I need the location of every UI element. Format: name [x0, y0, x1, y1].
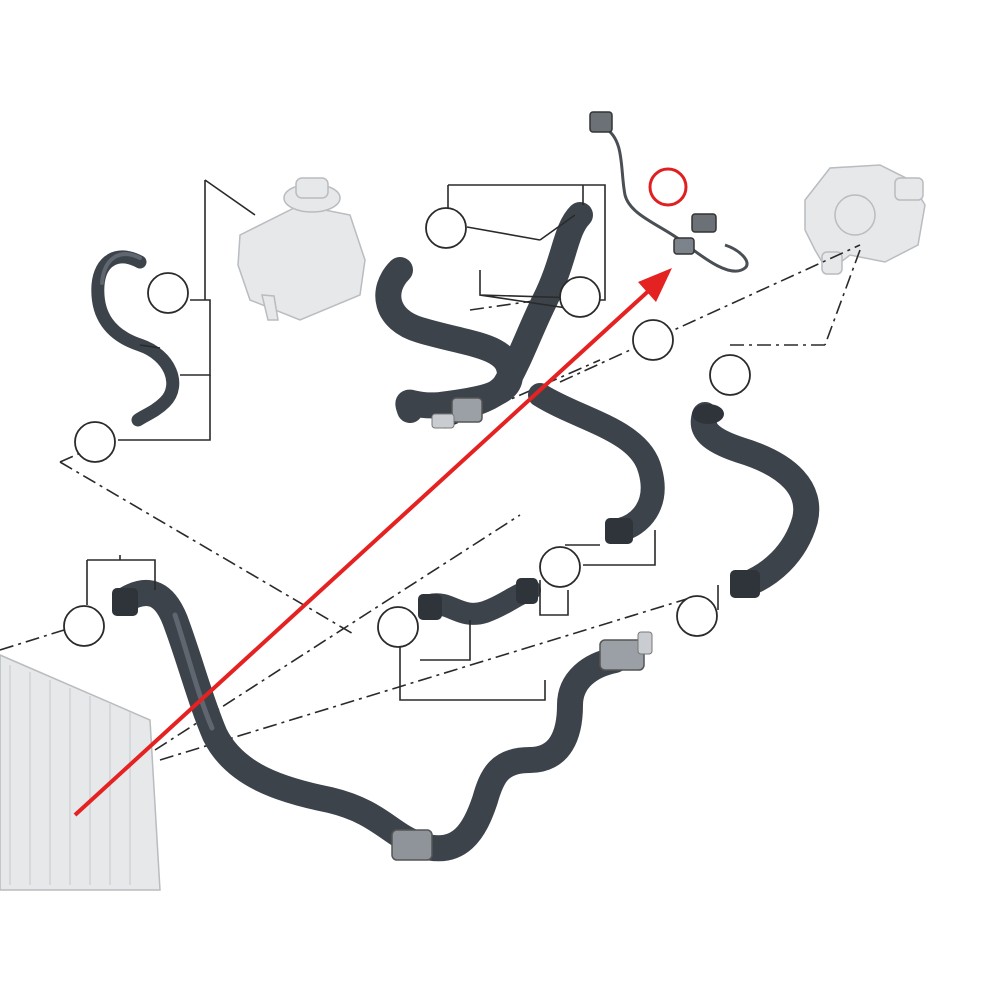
- callout-circle: [74, 421, 116, 463]
- callout-circle: [676, 595, 718, 637]
- highlight-ring: [648, 167, 688, 207]
- hose-small-left: [91, 250, 180, 427]
- hose-right: [690, 402, 820, 598]
- callout-circle: [425, 207, 467, 249]
- callout-circle: [147, 272, 189, 314]
- leader-lines: [86, 179, 719, 701]
- hose-upper-middle: [375, 202, 665, 544]
- red-arrow: [73, 268, 672, 817]
- callout-circle: [559, 276, 601, 318]
- thermostat-housing: [804, 164, 926, 275]
- radiator: [0, 654, 161, 891]
- expansion-tank: [237, 177, 366, 321]
- callout-circle: [377, 606, 419, 648]
- callout-circle: [709, 354, 751, 396]
- callouts: [63, 207, 751, 648]
- temperature-sensor-harness: [589, 111, 749, 273]
- callout-circle: [63, 605, 105, 647]
- hose-small-middle: [418, 578, 541, 625]
- callout-circle: [539, 546, 581, 588]
- callout-circle: [632, 319, 674, 361]
- hose-long-lower: [112, 580, 653, 862]
- reference-lines: [0, 244, 861, 761]
- part-13-callout: [648, 167, 688, 207]
